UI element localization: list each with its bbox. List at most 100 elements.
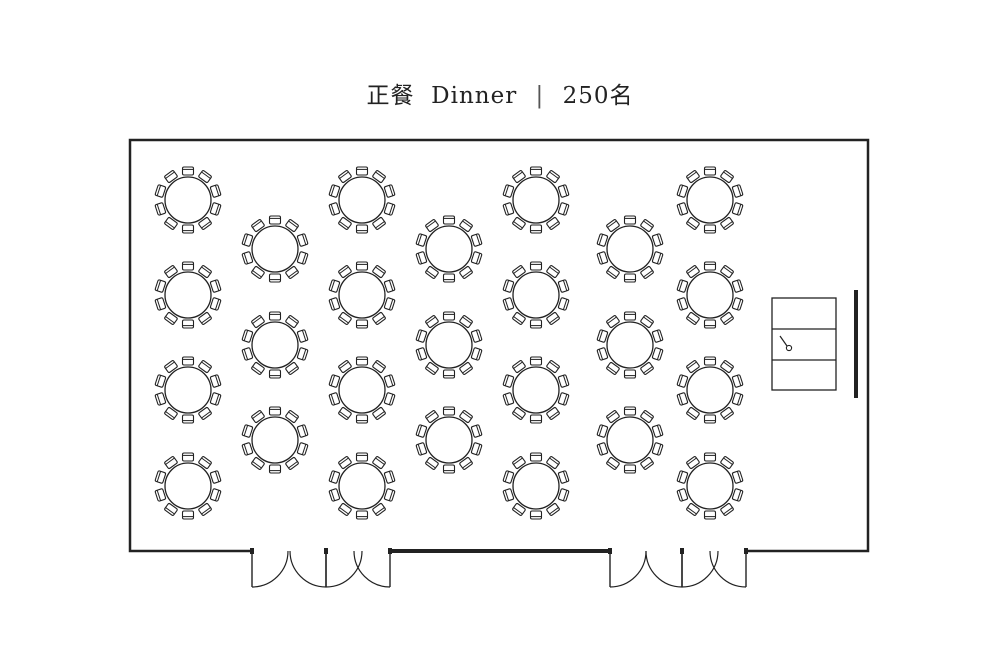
chair [355, 224, 369, 234]
chair [181, 166, 195, 176]
chair [241, 251, 254, 265]
chair [529, 510, 543, 520]
chair [372, 170, 386, 183]
chair [209, 202, 222, 216]
chair [606, 315, 620, 328]
chair [296, 347, 309, 361]
chair [415, 347, 428, 361]
chair [502, 297, 515, 311]
chair [285, 457, 299, 470]
chair [623, 273, 637, 283]
round-table [328, 261, 396, 329]
tables [154, 166, 744, 520]
chair [164, 312, 178, 325]
chair [651, 424, 664, 438]
chair [355, 319, 369, 329]
chair [596, 233, 609, 247]
chair [328, 488, 341, 502]
chair [415, 424, 428, 438]
chair [296, 329, 309, 343]
round-table [241, 215, 309, 283]
round-table [415, 406, 483, 474]
table-top [425, 321, 473, 369]
chair [415, 329, 428, 343]
chair [529, 319, 543, 329]
chair [557, 279, 570, 293]
chair [640, 410, 654, 423]
chair [198, 265, 212, 278]
chair [209, 470, 222, 484]
chair [328, 392, 341, 406]
chair [512, 265, 526, 278]
chair [731, 202, 744, 216]
chair [181, 510, 195, 520]
door-swing [608, 548, 647, 588]
chair [502, 279, 515, 293]
chair [154, 374, 167, 388]
chair [703, 166, 717, 176]
chair [651, 251, 664, 265]
chair [720, 503, 734, 516]
title-capacity: 250名 [562, 83, 634, 109]
chair [546, 312, 560, 325]
round-table [502, 356, 570, 424]
chair [731, 470, 744, 484]
chair [154, 297, 167, 311]
chair [181, 261, 195, 271]
chair [383, 279, 396, 293]
chair [731, 488, 744, 502]
chair [425, 457, 439, 470]
chair [164, 456, 178, 469]
chair [164, 360, 178, 373]
chair [415, 233, 428, 247]
chair [720, 407, 734, 420]
chair [623, 369, 637, 379]
chair [686, 456, 700, 469]
door-swing [709, 548, 748, 588]
chair [383, 184, 396, 198]
door-swing [324, 548, 363, 588]
chair [731, 374, 744, 388]
table-top [164, 176, 212, 224]
chair [164, 503, 178, 516]
chair [546, 456, 560, 469]
chair [512, 312, 526, 325]
table-top [338, 366, 386, 414]
chair [372, 407, 386, 420]
chair [676, 488, 689, 502]
round-table [676, 452, 744, 520]
chair [328, 297, 341, 311]
chair [181, 356, 195, 366]
chair [338, 217, 352, 230]
round-table [154, 356, 222, 424]
chair [720, 265, 734, 278]
chair [251, 266, 265, 279]
chair [251, 315, 265, 328]
table-top [251, 416, 299, 464]
chair [640, 362, 654, 375]
chair [164, 265, 178, 278]
table-top [164, 462, 212, 510]
chair [651, 347, 664, 361]
round-table [415, 311, 483, 379]
chair [651, 233, 664, 247]
chair [512, 407, 526, 420]
table-top [338, 176, 386, 224]
chair [198, 456, 212, 469]
chair [268, 464, 282, 474]
chair [676, 184, 689, 198]
round-table [596, 215, 664, 283]
chair [512, 170, 526, 183]
chair [502, 202, 515, 216]
chair [296, 442, 309, 456]
table-top [686, 366, 734, 414]
chair [470, 233, 483, 247]
title-en: Dinner [431, 83, 518, 109]
chair [596, 251, 609, 265]
chair [546, 360, 560, 373]
round-table [328, 166, 396, 234]
chair [546, 407, 560, 420]
chair [154, 488, 167, 502]
chair [268, 406, 282, 416]
